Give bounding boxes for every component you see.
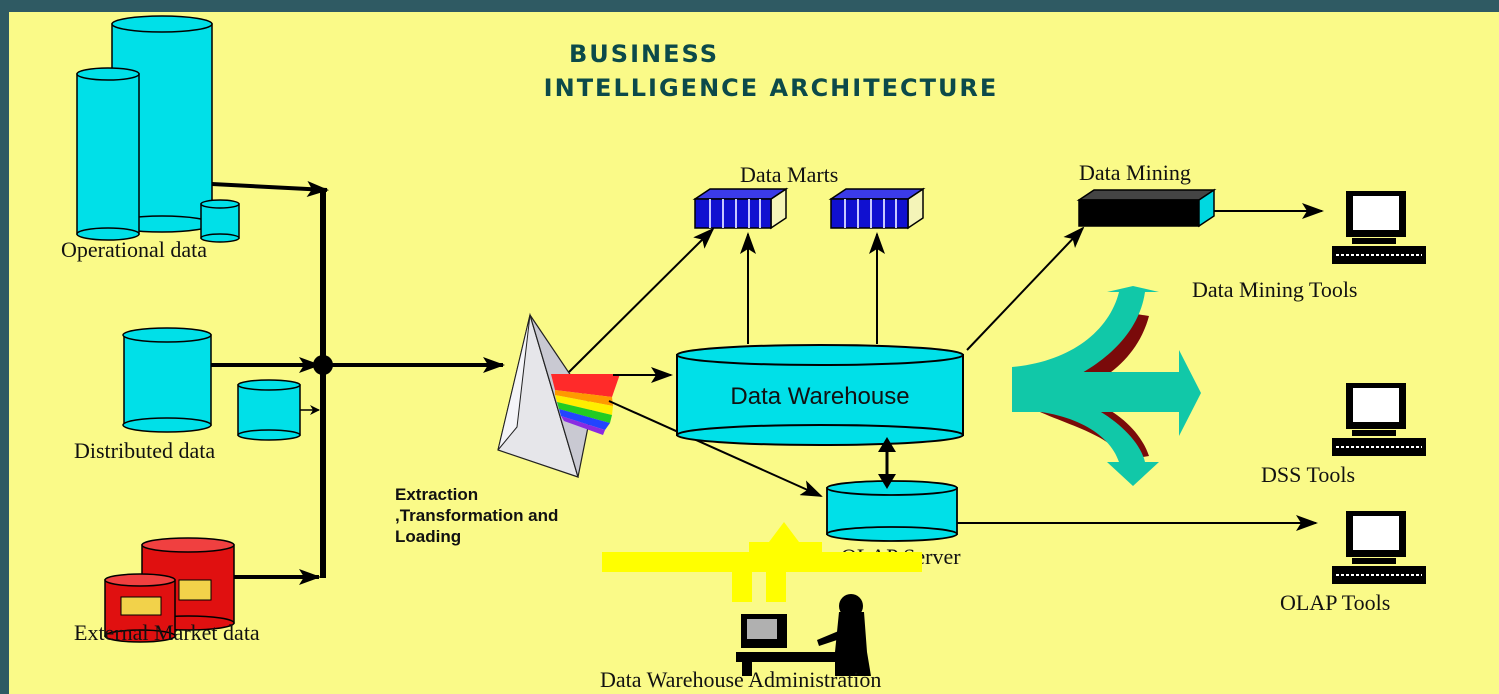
etl-label-line-1: Extraction	[395, 485, 478, 504]
distributed-data-icon	[122, 327, 301, 441]
data-warehouse-cylinder	[676, 344, 964, 446]
data-warehouse-label: Data Warehouse	[730, 383, 909, 410]
administrator-icon	[736, 594, 871, 676]
source-connectors	[211, 180, 505, 585]
data-marts-label: Data Marts	[740, 162, 838, 187]
administration-arrow	[602, 522, 922, 602]
junction-node	[313, 355, 333, 375]
architecture-diagram: BUSINESS INTELLIGENCE ARCHITECTURE Opera…	[61, 15, 1426, 692]
data-mining-icon	[1076, 188, 1217, 228]
computer-icon-data-mining	[1332, 191, 1426, 264]
data-mining-tools-label: Data Mining Tools	[1192, 277, 1358, 302]
warehouse-to-marts-arrows	[740, 232, 885, 344]
olap-tools-label: OLAP Tools	[1280, 590, 1390, 615]
computer-icon-olap	[1332, 511, 1426, 584]
data-mining-label: Data Mining	[1079, 160, 1191, 185]
warehouse-to-mining-arrow	[966, 226, 1085, 351]
etl-label-line-2: ,Transformation and	[395, 506, 558, 525]
data-mart-icon-1	[692, 187, 789, 230]
distributed-data-label: Distributed data	[74, 438, 215, 463]
warehouse-olap-arrow	[878, 437, 896, 489]
dss-tools-label: DSS Tools	[1261, 462, 1355, 487]
diagram-canvas: BUSINESS INTELLIGENCE ARCHITECTURE Opera…	[9, 12, 1499, 694]
external-market-data-icon	[104, 537, 235, 643]
olap-server-cylinder	[826, 480, 958, 542]
data-mart-icon-2	[828, 187, 926, 230]
administration-label: Data Warehouse Administration	[600, 667, 881, 692]
computer-icon-dss	[1332, 383, 1426, 456]
distribution-arrows	[1012, 286, 1201, 486]
title-line-1: BUSINESS	[569, 40, 719, 68]
etl-prism-icon	[497, 312, 620, 478]
operational-data-label: Operational data	[61, 237, 207, 262]
external-market-data-label: External Market data	[74, 620, 260, 645]
title-line-2: INTELLIGENCE ARCHITECTURE	[544, 74, 999, 102]
etl-arrows	[568, 227, 823, 497]
etl-label-line-3: Loading	[395, 527, 461, 546]
operational-data-icon	[76, 15, 240, 243]
